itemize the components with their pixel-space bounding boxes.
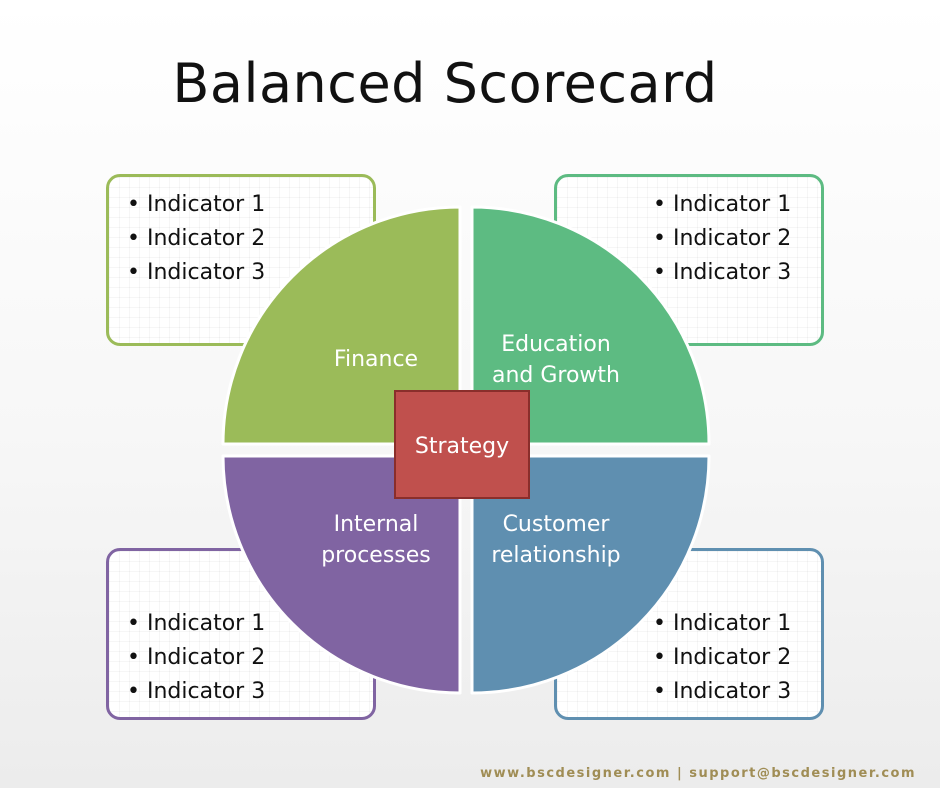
quadrant-education-growth [470, 205, 711, 446]
indicator-item: Indicator 2 [653, 641, 791, 675]
quadrant-label-finance: Finance [334, 347, 418, 372]
indicator-item: Indicator 2 [653, 222, 791, 256]
indicator-item: Indicator 1 [127, 607, 265, 641]
quadrant-label-education-line2: and Growth [492, 363, 620, 388]
indicator-list: Indicator 1 Indicator 2 Indicator 3 [127, 607, 265, 709]
strategy-box [394, 390, 530, 499]
footer-contact: www.bscdesigner.com | support@bscdesigne… [480, 766, 916, 781]
indicator-list: Indicator 1 Indicator 2 Indicator 3 [653, 607, 791, 709]
quadrant-finance [221, 205, 462, 446]
strategy-label: Strategy [415, 434, 509, 459]
indicator-item: Indicator 2 [127, 641, 265, 675]
quadrant-label-customer-line1: Customer [503, 512, 611, 537]
quadrant-customer-relationship [470, 454, 711, 695]
indicator-item: Indicator 2 [127, 222, 265, 256]
indicator-list: Indicator 1 Indicator 2 Indicator 3 [653, 188, 791, 290]
indicator-item: Indicator 1 [653, 188, 791, 222]
quadrant-label-education-line1: Education [501, 332, 611, 357]
indicator-item: Indicator 1 [127, 188, 265, 222]
indicator-item: Indicator 3 [653, 675, 791, 709]
quadrant-label-internal-line2: processes [321, 543, 431, 568]
indicator-item: Indicator 3 [653, 256, 791, 290]
quadrant-label-customer-line2: relationship [491, 543, 620, 568]
page-title: Balanced Scorecard [172, 52, 718, 115]
indicator-item: Indicator 3 [127, 256, 265, 290]
indicator-item: Indicator 3 [127, 675, 265, 709]
indicator-list: Indicator 1 Indicator 2 Indicator 3 [127, 188, 265, 290]
quadrant-internal-processes [221, 454, 462, 695]
indicator-item: Indicator 1 [653, 607, 791, 641]
quadrant-label-internal-line1: Internal [334, 512, 419, 537]
